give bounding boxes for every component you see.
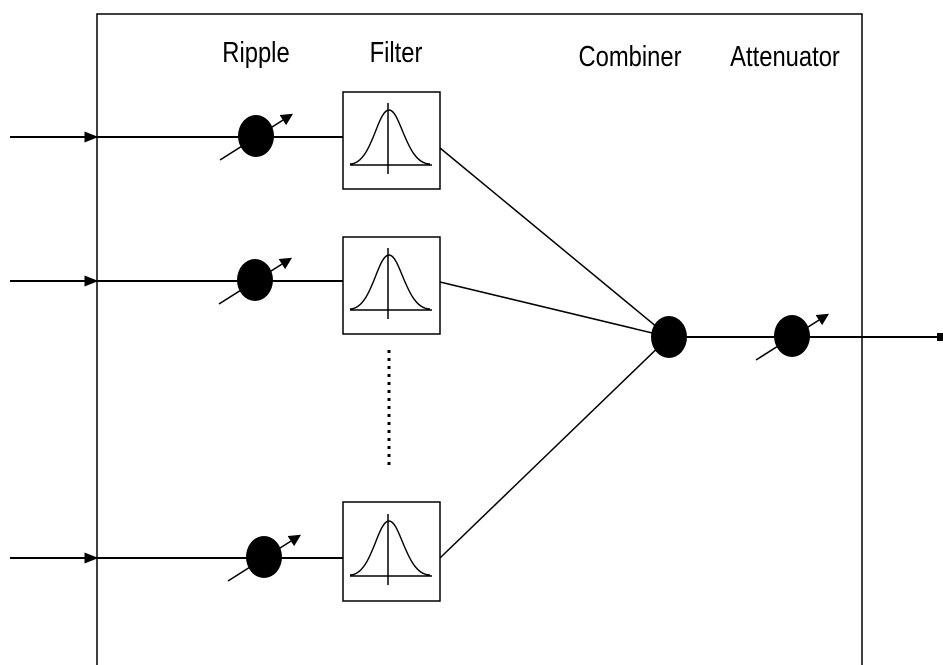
ripple-label: Ripple <box>222 36 289 69</box>
filter-to-combiner-2 <box>439 281 670 338</box>
filter-box-1 <box>342 91 441 190</box>
branch-1 <box>10 91 670 338</box>
filter-label: Filter <box>370 36 423 69</box>
attenuator-element <box>774 315 810 357</box>
filter-box-3 <box>342 501 441 602</box>
system-boundary <box>96 13 863 665</box>
filter-to-combiner-1 <box>439 147 670 338</box>
attenuator-label: Attenuator <box>730 40 840 73</box>
ripple-adjust-arrow-1 <box>219 113 294 161</box>
branch-3 <box>10 336 670 602</box>
output-terminal <box>937 333 943 341</box>
gaussian-response-2 <box>349 248 432 319</box>
combiner-label: Combiner <box>579 40 682 73</box>
ripple-element-3 <box>246 536 282 578</box>
gaussian-response-1 <box>349 103 432 174</box>
ripple-element-2 <box>237 259 273 301</box>
filter-box-2 <box>342 236 441 335</box>
ripple-adjust-arrow-2 <box>218 257 293 305</box>
ripple-adjust-arrow-3 <box>227 534 302 582</box>
ripple-element-1 <box>238 115 274 157</box>
filter-to-combiner-3 <box>439 336 670 559</box>
gaussian-response-3 <box>349 514 432 585</box>
attenuator-adjust-arrow <box>755 313 830 361</box>
branch-2 <box>10 236 670 338</box>
